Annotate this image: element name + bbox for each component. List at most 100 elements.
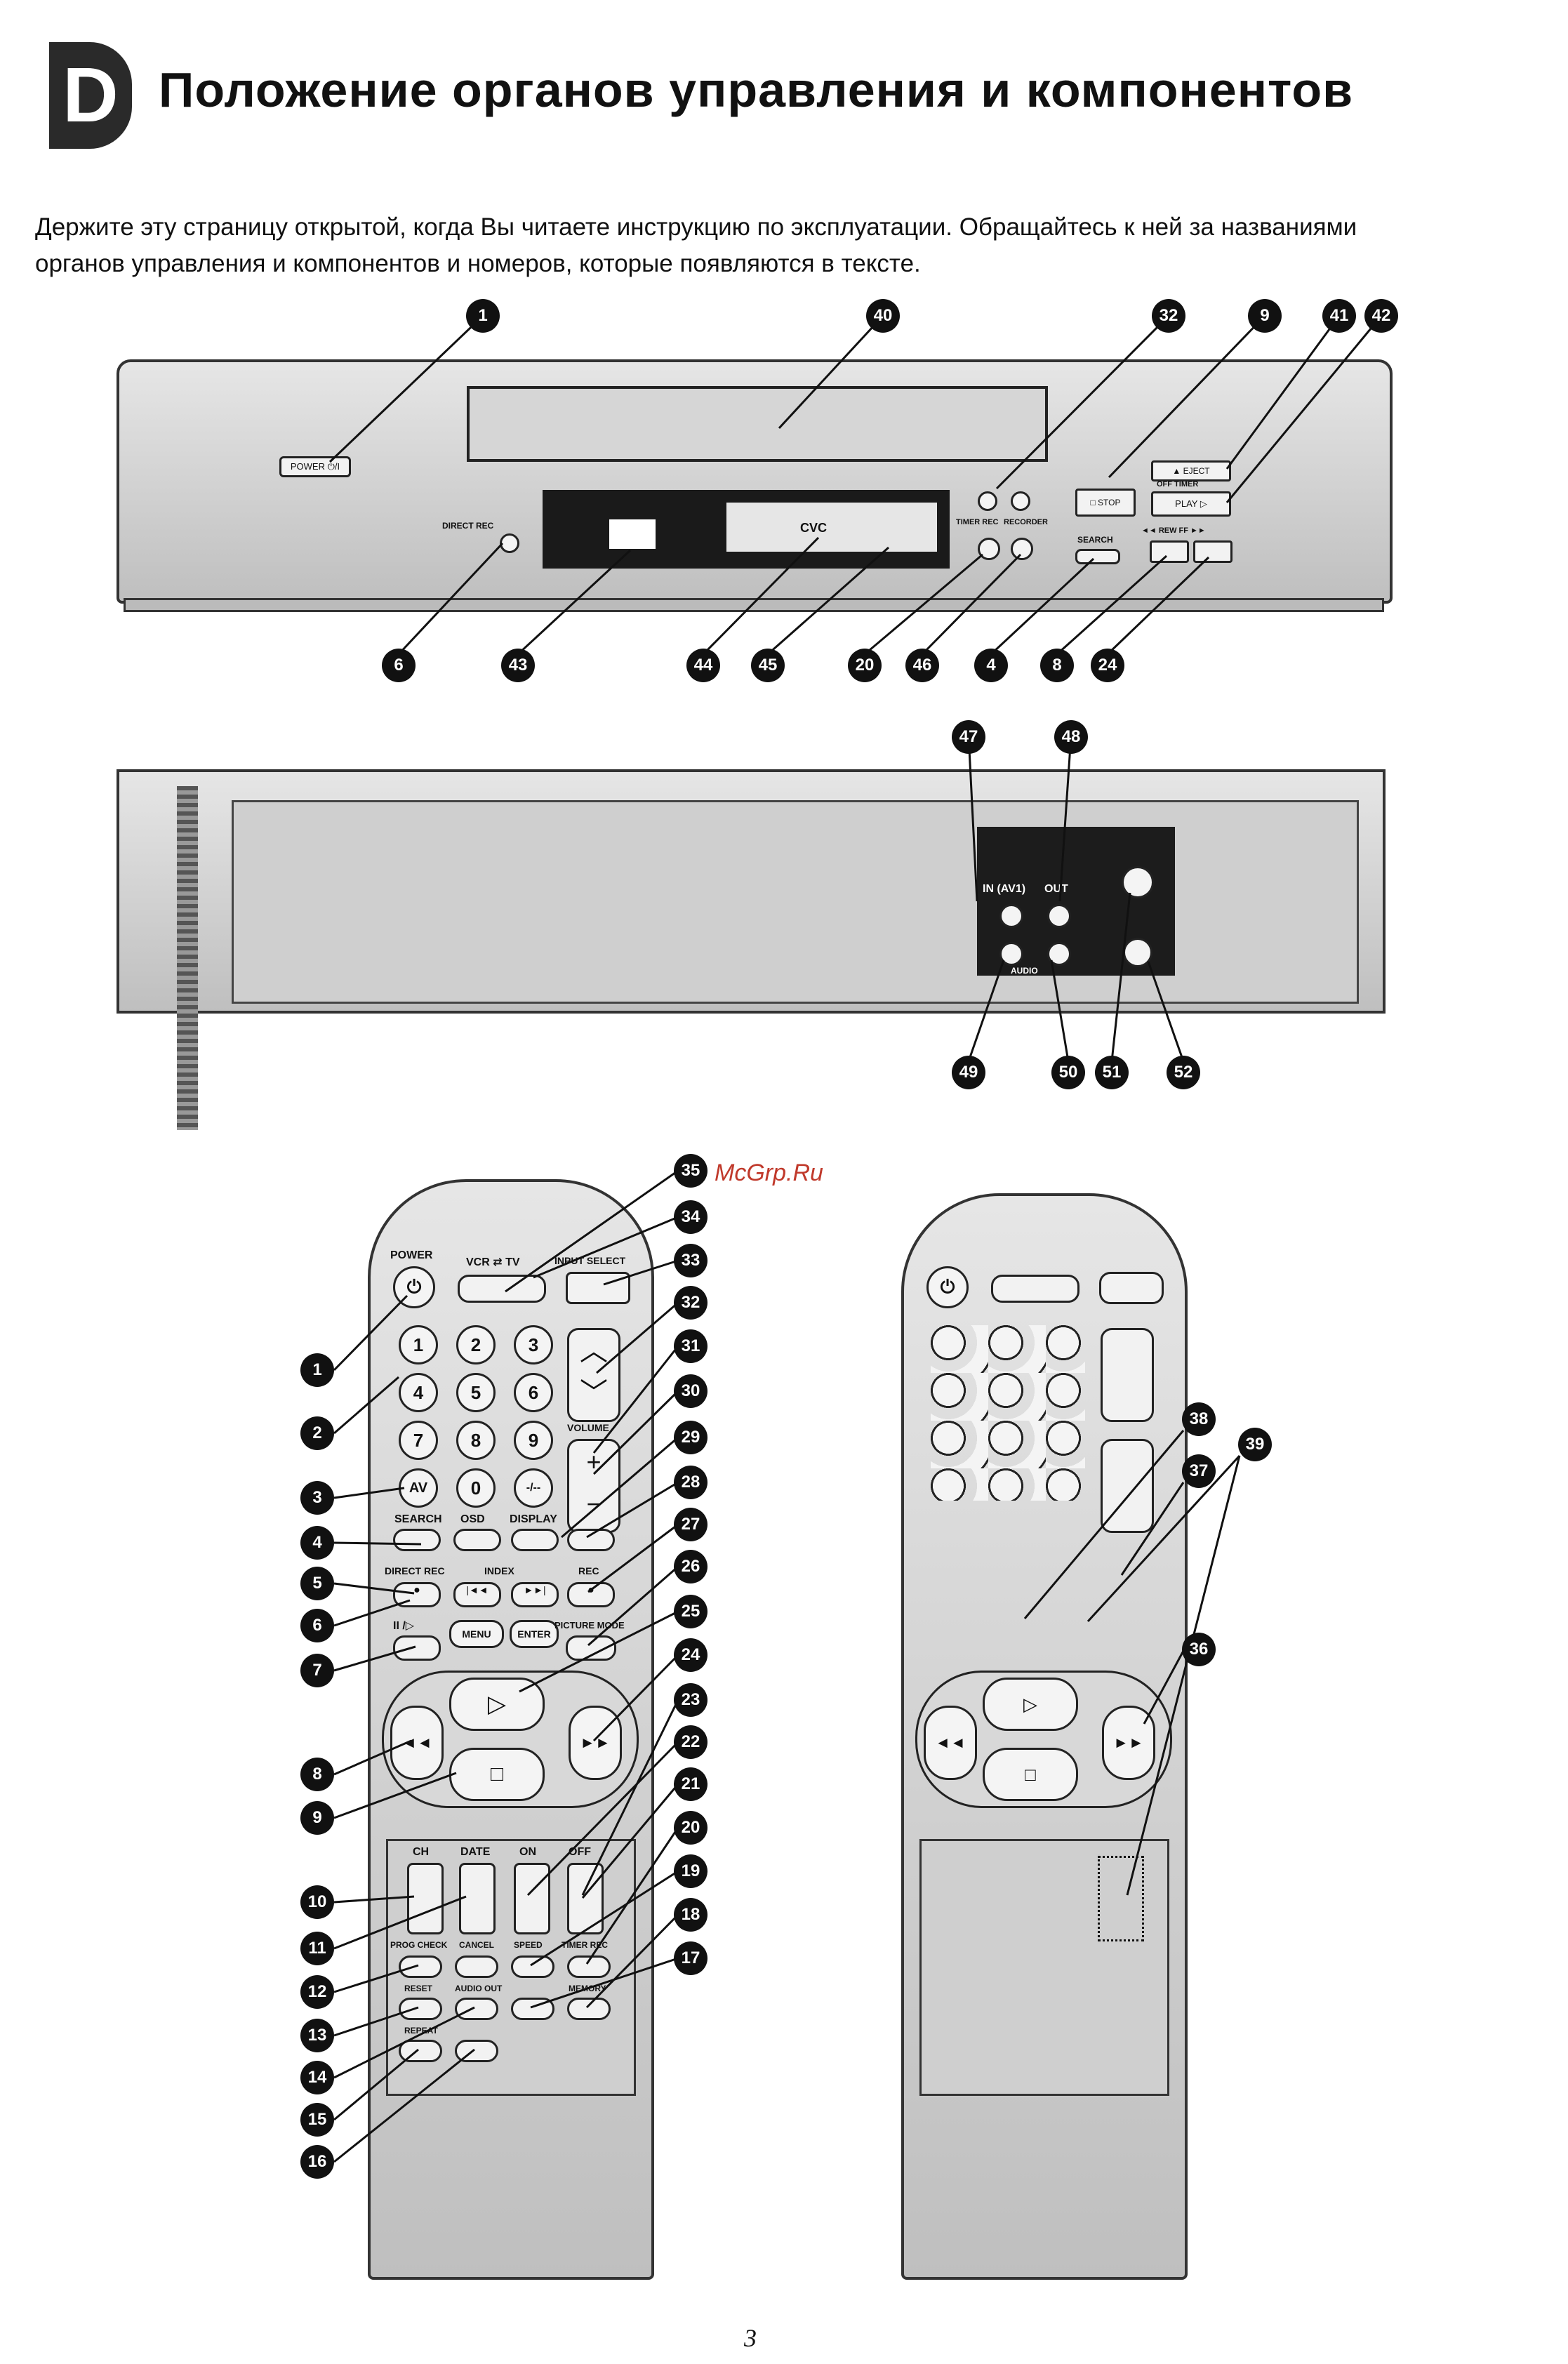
callout-remote-13: 13 [300,2019,334,2052]
ch-rocker[interactable] [407,1863,444,1934]
remote2-vcr-tv-button[interactable] [991,1275,1079,1303]
cancel-button[interactable] [455,1955,498,1978]
label-cancel: CANCEL [459,1940,494,1950]
label-index: INDEX [484,1565,514,1576]
picture-mode-extra-button[interactable] [567,1529,615,1551]
search-button[interactable] [1075,549,1120,564]
rew-button[interactable]: ◄◄ [390,1706,444,1780]
video-out-jack[interactable] [1047,904,1071,928]
vcr-tv-button[interactable] [458,1275,546,1303]
callout-front-24: 24 [1091,649,1124,682]
timer-rec-button[interactable] [978,538,1000,560]
label-display: DISPLAY [510,1513,557,1525]
display-button[interactable] [511,1529,559,1551]
digit-2-button[interactable]: 2 [456,1325,496,1364]
intro-text: Держите эту страницу открытой, когда Вы … [35,213,1357,277]
pause-button[interactable] [393,1635,441,1661]
callout-remote-32: 32 [674,1286,707,1320]
index-next-button[interactable]: ►►| [511,1582,559,1607]
remote2-volume-rocker[interactable] [1101,1439,1154,1533]
label-volume: VOLUME [567,1422,609,1433]
stop-button[interactable]: □ [449,1748,545,1801]
digit-8-button[interactable]: 8 [456,1421,496,1460]
input-select-button[interactable] [566,1272,630,1304]
callout-front-42: 42 [1364,299,1398,333]
dash-button[interactable]: -/-- [514,1468,553,1508]
callout-front-40: 40 [866,299,900,333]
channel-up-down-button[interactable]: ︿﹀ [567,1328,620,1422]
stop-button[interactable]: □ STOP [1075,489,1136,517]
direct-rec-button[interactable] [500,533,519,553]
label-date: DATE [460,1846,491,1858]
antenna-in-jack[interactable] [1122,866,1154,898]
label-on: ON [519,1846,536,1858]
callout-front-41: 41 [1322,299,1356,333]
label-recorder: RECORDER [1004,518,1048,526]
callout-rear-51: 51 [1095,1056,1129,1089]
prog-check-button[interactable] [399,1955,442,1978]
remote2-ff-button[interactable]: ►► [1102,1706,1155,1780]
digit-5-button[interactable]: 5 [456,1373,496,1412]
memory-button[interactable] [567,1998,611,2020]
label-search: SEARCH [394,1513,442,1525]
label-direct-rec: DIRECT REC [442,521,494,531]
label-search: SEARCH [1077,535,1113,545]
repeat-button[interactable] [399,2040,442,2062]
remote2-play-button[interactable]: ▷ [983,1678,1078,1731]
cassette-slot [467,386,1048,462]
reset-button[interactable] [399,1998,442,2020]
callout-remote2-38: 38 [1182,1402,1216,1436]
callout-front-20: 20 [848,649,882,682]
eject-button[interactable]: ▲ EJECT [1151,460,1231,482]
remote2-stop-button[interactable]: □ [983,1748,1078,1801]
callout-remote-4: 4 [300,1526,334,1560]
menu-button[interactable]: MENU [449,1620,504,1648]
remote-power-button[interactable]: ⏻ [393,1266,435,1308]
video-in-jack[interactable] [999,904,1023,928]
callout-remote-10: 10 [300,1885,334,1919]
index-prev-button[interactable]: |◄◄ [453,1582,501,1607]
speed-button[interactable] [511,1955,554,1978]
digit-3-button[interactable]: 3 [514,1325,553,1364]
remote2-rew-button[interactable]: ◄◄ [924,1706,977,1780]
ff-button[interactable] [1193,540,1233,563]
label-timer-rec: TIMER REC [562,1940,608,1950]
label-ch: CH [413,1846,430,1858]
osd-button[interactable] [453,1529,501,1551]
remote-right-leader-lines [1023,1430,1241,1896]
rear-panel-diagram: IN (AV1) OUT AUDIO 47 48 49 50 51 52 [0,716,1568,1137]
volume-minus: − [586,1489,602,1518]
remote2-input-select-button[interactable] [1099,1272,1164,1304]
callout-rear-47: 47 [952,720,985,754]
ff-button[interactable]: ►► [569,1706,622,1780]
digit-6-button[interactable]: 6 [514,1373,553,1412]
audio-in-jack[interactable] [999,942,1023,966]
power-button[interactable]: POWER ⏻/I [279,456,351,477]
callout-remote-2: 2 [300,1416,334,1450]
vcr-front-foot [124,598,1384,612]
remote2-ch-button[interactable] [1101,1328,1154,1422]
callout-front-44: 44 [686,649,720,682]
callout-remote-20: 20 [674,1811,707,1845]
digit-4-button[interactable]: 4 [399,1373,438,1412]
audio-out-jack[interactable] [1047,942,1071,966]
callout-remote-5: 5 [300,1567,334,1600]
callout-remote2-37: 37 [1182,1454,1216,1488]
label-prog-check: PROG CHECK [390,1940,448,1950]
rew-button[interactable] [1150,540,1189,563]
recorder-button[interactable] [1011,538,1033,560]
digit-1-button[interactable]: 1 [399,1325,438,1364]
av-button[interactable]: AV [399,1468,438,1508]
audio-out-button[interactable] [455,1998,498,2020]
callout-remote-14: 14 [300,2061,334,2094]
play-button[interactable]: PLAY ▷ [1151,491,1231,517]
enter-button[interactable]: ENTER [510,1620,559,1648]
search-button[interactable] [393,1529,441,1551]
digit-0-button[interactable]: 0 [456,1468,496,1508]
on-rocker[interactable] [514,1863,550,1934]
remote2-off-highlight [1098,1856,1144,1941]
callout-remote-25: 25 [674,1595,707,1628]
remote2-power-button[interactable]: ⏻ [926,1266,969,1308]
digit-9-button[interactable]: 9 [514,1421,553,1460]
digit-7-button[interactable]: 7 [399,1421,438,1460]
